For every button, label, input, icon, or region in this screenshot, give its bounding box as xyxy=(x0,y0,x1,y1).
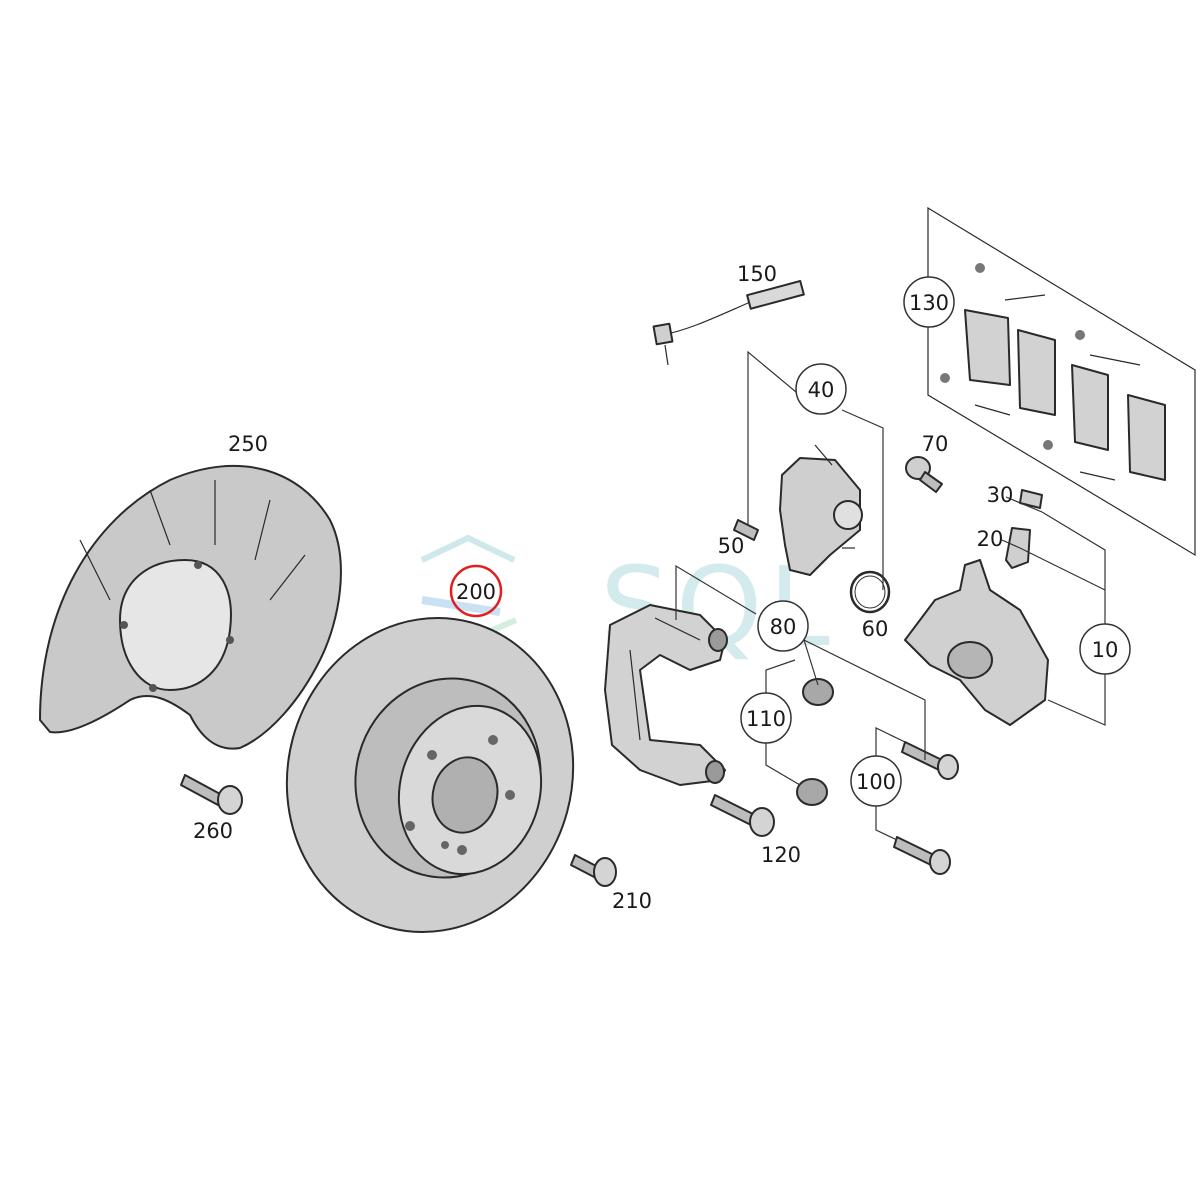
bolt-120 xyxy=(710,794,775,837)
callout-60: 60 xyxy=(862,617,889,641)
callout-circle-80 xyxy=(757,600,809,652)
callout-10: 10 xyxy=(1092,638,1119,662)
bolt-260 xyxy=(180,774,243,815)
parking-brake-motor-40 xyxy=(779,444,863,576)
callout-40: 40 xyxy=(808,378,835,402)
bolt-70 xyxy=(905,456,943,493)
callout-120: 120 xyxy=(761,843,801,867)
callout-210: 210 xyxy=(612,889,652,913)
caliper-10 xyxy=(904,559,1049,726)
callout-250: 250 xyxy=(228,432,268,456)
callout-labels: 130 40 80 10 110 100 200 150 70 30 20 50… xyxy=(193,262,1118,913)
bolts-100 xyxy=(893,741,959,875)
callout-110: 110 xyxy=(746,707,786,731)
wear-sensor-150 xyxy=(652,279,805,366)
callout-150: 150 xyxy=(737,262,777,286)
callout-circle-40 xyxy=(795,363,847,415)
callout-200: 200 xyxy=(456,580,496,604)
callout-circle-130 xyxy=(903,276,955,328)
callout-circle-100 xyxy=(850,755,902,807)
callout-circle-110 xyxy=(740,692,792,744)
callout-30: 30 xyxy=(987,483,1014,507)
brake-pad-set-130 xyxy=(927,206,1196,557)
callout-20: 20 xyxy=(977,527,1004,551)
callout-80: 80 xyxy=(770,615,797,639)
dust-cap-30 xyxy=(1019,489,1043,509)
callout-circle-10 xyxy=(1079,623,1131,675)
bushings-110 xyxy=(796,678,834,806)
highlight-circle-200 xyxy=(449,564,503,618)
callout-260: 260 xyxy=(193,819,233,843)
o-ring-60 xyxy=(849,570,891,614)
caliper-carrier-80 xyxy=(604,604,728,786)
callout-100: 100 xyxy=(856,770,896,794)
callout-50: 50 xyxy=(718,534,745,558)
dust-shield-250 xyxy=(39,464,342,750)
callout-70: 70 xyxy=(922,432,949,456)
brake-disc-200 xyxy=(285,617,575,933)
callout-130: 130 xyxy=(909,291,949,315)
callout-circles xyxy=(740,276,1131,807)
screw-210 xyxy=(570,854,617,887)
bleeder-20 xyxy=(1005,527,1031,569)
leader-lines xyxy=(675,350,1106,841)
screw-50 xyxy=(733,519,759,541)
